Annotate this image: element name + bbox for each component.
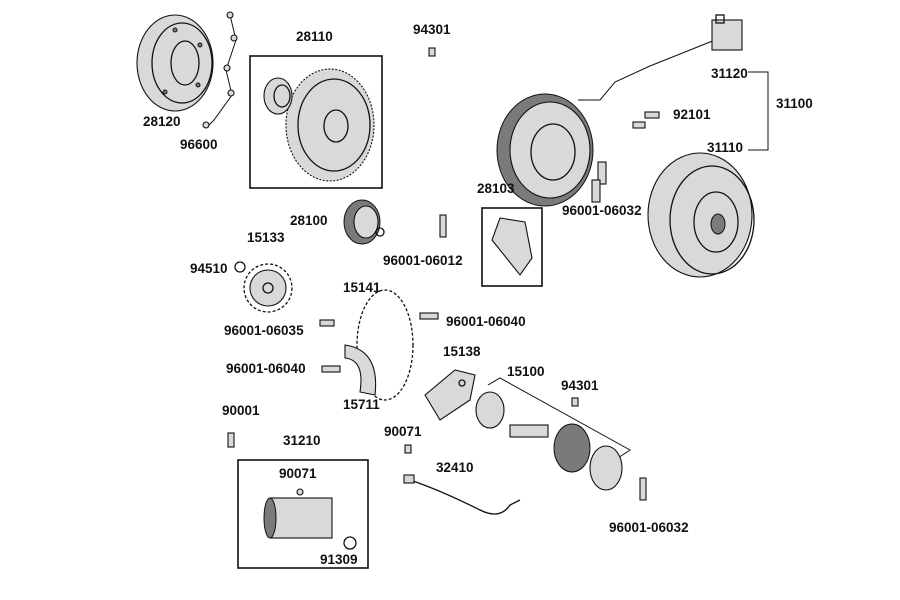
assembly-bracket-15100 bbox=[487, 377, 631, 459]
group-box-28110 bbox=[249, 55, 383, 189]
label-94301-mid: 94301 bbox=[561, 378, 599, 393]
label-90071-mid: 90071 bbox=[384, 424, 422, 439]
label-28100: 28100 bbox=[290, 213, 328, 228]
label-28120: 28120 bbox=[143, 114, 181, 129]
pulser-coil[interactable] bbox=[491, 217, 533, 276]
label-31100: 31100 bbox=[776, 96, 813, 111]
starter-assembly-15100[interactable] bbox=[475, 391, 623, 491]
bolt-90071-mid[interactable] bbox=[404, 444, 412, 454]
label-32410: 32410 bbox=[436, 460, 474, 475]
bolt-94301-top[interactable] bbox=[428, 47, 436, 57]
label-94510: 94510 bbox=[190, 261, 228, 276]
assembly-bracket-31100 bbox=[748, 71, 769, 151]
label-15711: 15711 bbox=[343, 397, 380, 412]
starter-clutch-housing[interactable] bbox=[136, 14, 214, 112]
label-91309: 91309 bbox=[320, 552, 358, 567]
label-28110: 28110 bbox=[296, 29, 333, 44]
label-90001: 90001 bbox=[222, 403, 260, 418]
bolt-90001[interactable] bbox=[227, 432, 235, 448]
one-way-clutch[interactable] bbox=[343, 199, 385, 245]
label-31120: 31120 bbox=[711, 66, 748, 81]
chain-tensioner-15138[interactable] bbox=[424, 369, 476, 421]
label-96600: 96600 bbox=[180, 137, 218, 152]
label-28103: 28103 bbox=[477, 181, 515, 196]
chain-guide-15711[interactable] bbox=[344, 344, 377, 396]
bolts-96001-06032-top[interactable] bbox=[591, 161, 607, 203]
o-ring-91309[interactable] bbox=[343, 536, 357, 550]
bolt-96001-06012[interactable] bbox=[439, 214, 447, 238]
label-15141: 15141 bbox=[343, 280, 381, 295]
label-96001-06012: 96001-06012 bbox=[383, 253, 463, 268]
group-box-28103 bbox=[481, 207, 543, 287]
clip-94510[interactable] bbox=[234, 261, 246, 273]
bolts-96001-06032-bottom[interactable] bbox=[639, 477, 647, 501]
stator-coil[interactable] bbox=[496, 14, 743, 207]
bolt-96001-06035[interactable] bbox=[319, 319, 335, 327]
label-94301-top: 94301 bbox=[413, 22, 451, 37]
label-90071-box: 90071 bbox=[279, 466, 317, 481]
label-92101: 92101 bbox=[673, 107, 711, 122]
cam-chain-15141[interactable] bbox=[356, 289, 414, 401]
label-15100: 15100 bbox=[507, 364, 545, 379]
starter-driven-gear[interactable] bbox=[285, 68, 375, 182]
bolt-96001-06040-left[interactable] bbox=[321, 365, 341, 373]
label-96001-06032-bottom: 96001-06032 bbox=[609, 520, 689, 535]
group-box-31210 bbox=[237, 459, 369, 569]
label-96001-06040-left: 96001-06040 bbox=[226, 361, 306, 376]
bolt-96001-06040-right[interactable] bbox=[419, 312, 439, 320]
gear-bearing[interactable] bbox=[263, 77, 293, 115]
label-96001-06035: 96001-06035 bbox=[224, 323, 304, 338]
bolt-94301-mid[interactable] bbox=[571, 397, 579, 407]
starter-motor[interactable] bbox=[263, 488, 333, 539]
label-15138: 15138 bbox=[443, 344, 481, 359]
label-31110: 31110 bbox=[707, 140, 743, 155]
starter-clutch-bolts[interactable] bbox=[202, 11, 238, 129]
starter-cable-32410[interactable] bbox=[403, 474, 521, 515]
label-96001-06032-top: 96001-06032 bbox=[562, 203, 642, 218]
screw-92101[interactable] bbox=[632, 111, 660, 129]
label-31210: 31210 bbox=[283, 433, 321, 448]
label-15133: 15133 bbox=[247, 230, 285, 245]
label-96001-06040-right: 96001-06040 bbox=[446, 314, 526, 329]
sprocket-15133[interactable] bbox=[243, 263, 293, 313]
flywheel-rotor[interactable] bbox=[647, 152, 755, 278]
